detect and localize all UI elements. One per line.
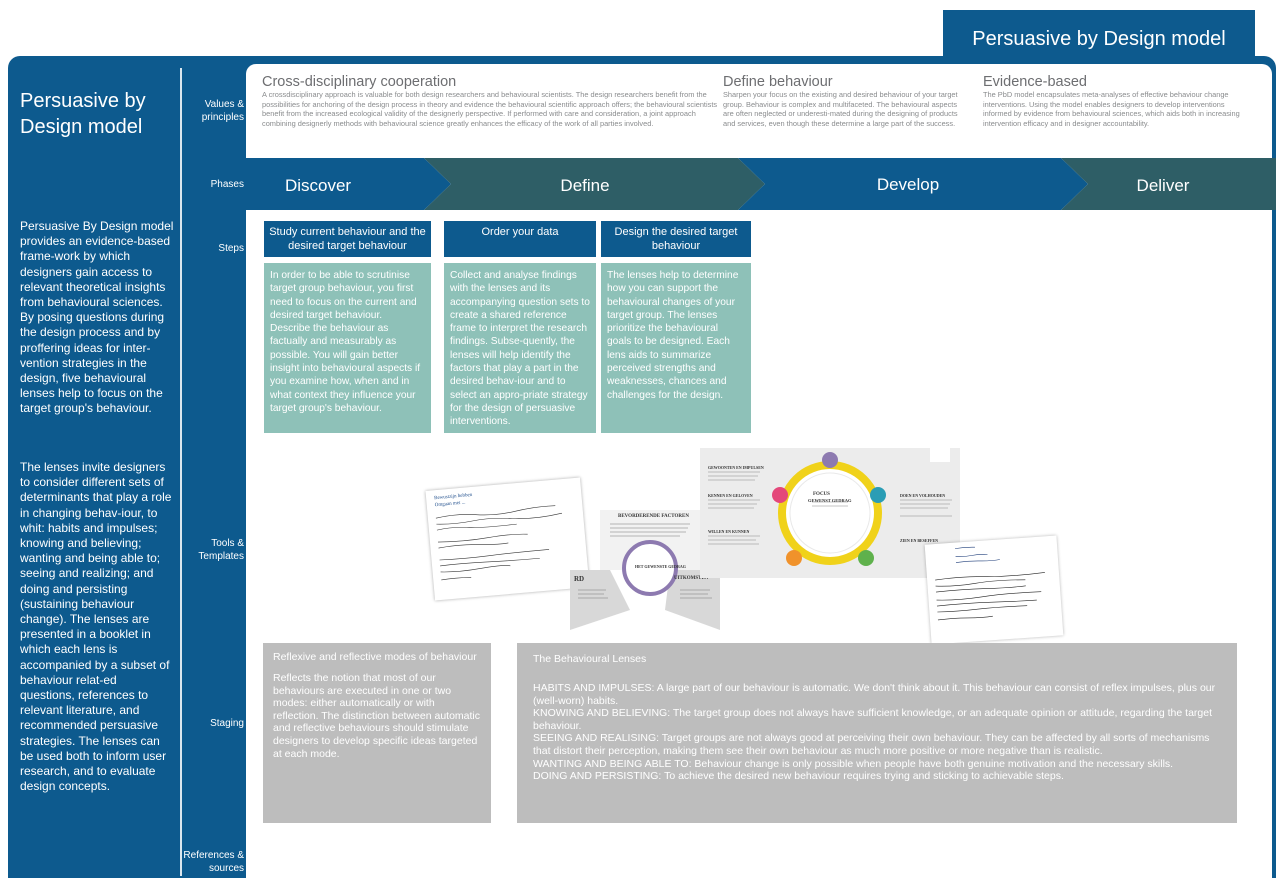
small-worksheet-heading: BEVORDERENDE FACTOREN xyxy=(618,514,689,519)
sidebar-divider xyxy=(180,68,182,876)
lens-worksheet: FOCUS GEWENST GEDRAG GEWOONTEN EN IMPULS… xyxy=(700,448,960,578)
phase-discover-arrow xyxy=(246,158,451,210)
phase-deliver: Deliver xyxy=(1137,176,1190,195)
row-label-values: Values & principles xyxy=(201,99,244,123)
small-worksheet-outcomes: UITKOMSTEN xyxy=(674,576,709,581)
lens-habits: HABITS AND IMPULSES: A large part of our… xyxy=(533,682,1216,707)
staging-reflexive-box: Reflexive and reflective modes of behavi… xyxy=(263,643,491,823)
step-body-order: Collect and analyse findings with the le… xyxy=(444,263,596,433)
row-label-staging: Staging xyxy=(210,718,244,729)
lens-wanting: WANTING AND BEING ABLE TO: Behaviour cha… xyxy=(533,757,1174,770)
worksheet-handwritten-right xyxy=(924,535,1064,645)
row-label-steps: Steps xyxy=(218,243,244,254)
phase-develop: Develop xyxy=(877,175,939,194)
phase-deliver-arrow xyxy=(1061,158,1276,210)
lens-label-zien: ZIEN EN BESEFFEN xyxy=(900,538,939,543)
small-worksheet-center: HET GEWENSTE GEDRAG xyxy=(635,564,686,569)
lens-label-willen: WILLEN EN KUNNEN xyxy=(708,529,750,534)
value-text: Sharpen your focus on the existing and d… xyxy=(723,90,958,128)
value-title: Evidence-based xyxy=(983,74,1087,90)
header-tab: Persuasive by Design model xyxy=(943,10,1255,62)
staging-lenses-title: The Behavioural Lenses xyxy=(533,653,647,665)
value-cross-disciplinary: Cross-disciplinary cooperation A crossdi… xyxy=(262,74,720,128)
row-label-tools: Tools & Templates xyxy=(198,538,244,562)
phase-define: Define xyxy=(560,176,609,195)
worksheet-handwritten-left: Bewustzijn hebben Omgaan met ... xyxy=(425,477,590,601)
value-define-behaviour: Define behaviour Sharpen your focus on t… xyxy=(723,74,963,128)
step-title-order: Order your data xyxy=(444,221,596,257)
phase-develop-arrow xyxy=(738,158,1088,210)
lens-label-gewoonten: GEWOONTEN EN IMPULSEN xyxy=(708,465,764,470)
small-worksheet-graphic xyxy=(570,510,720,630)
lens-focus-heading: FOCUS xyxy=(813,492,830,497)
lens-worksheet-graphic xyxy=(708,448,952,566)
lens-list: HABITS AND IMPULSES: A large part of our… xyxy=(533,682,1221,783)
phase-discover: Discover xyxy=(285,176,351,195)
phases-band: Discover Define Develop Deliver xyxy=(246,158,1276,210)
lens-knowing: KNOWING AND BELIEVING: The target group … xyxy=(533,707,1213,732)
value-text: A crossdisciplinary approach is valuable… xyxy=(262,90,718,128)
lens-doing: DOING AND PERSISTING: To achieve the des… xyxy=(533,770,1064,783)
row-label-phases: Phases xyxy=(210,179,244,190)
value-title: Define behaviour xyxy=(723,74,833,90)
step-body-study: In order to be able to scrutinise target… xyxy=(264,263,431,433)
phase-define-arrow xyxy=(424,158,765,210)
lens-label-doen: DOEN EN VOLHOUDEN xyxy=(900,493,946,498)
sidebar-title: Persuasive by Design model xyxy=(20,90,146,138)
value-evidence-based: Evidence-based The PbD model encapsulate… xyxy=(983,74,1251,128)
staging-reflexive-title: Reflexive and reflective modes of behavi… xyxy=(273,651,477,663)
row-label-references: References & sources xyxy=(183,850,244,874)
step-body-design: The lenses help to determine how you can… xyxy=(601,263,751,433)
sidebar-lenses-text: The lenses invite designers to consider … xyxy=(20,460,172,794)
handwriting-scribbles-right xyxy=(935,546,1045,621)
value-text: The PbD model encapsulates meta-analyses… xyxy=(983,90,1240,128)
lens-seeing: SEEING AND REALISING: Target groups are … xyxy=(533,732,1210,757)
step-title-design: Design the desired target behaviour xyxy=(601,221,751,257)
sidebar-intro: Persuasive By Design model provides an e… xyxy=(20,219,174,416)
value-title: Cross-disciplinary cooperation xyxy=(262,74,457,90)
lens-label-kennen: KENNEN EN GELOVEN xyxy=(708,493,753,498)
small-worksheet-rd: RD xyxy=(574,575,585,583)
lens-focus-sub: GEWENST GEDRAG xyxy=(808,498,852,503)
handwriting-scribbles xyxy=(435,505,563,581)
step-title-study: Study current behaviour and the desired … xyxy=(264,221,431,257)
staging-reflexive-text: Reflects the notion that most of our beh… xyxy=(273,672,481,760)
staging-lenses-box: The Behavioural Lenses HABITS AND IMPULS… xyxy=(517,643,1237,823)
worksheet-small-circle: BEVORDERENDE FACTOREN RD UITKOMSTEN HET … xyxy=(570,510,720,630)
